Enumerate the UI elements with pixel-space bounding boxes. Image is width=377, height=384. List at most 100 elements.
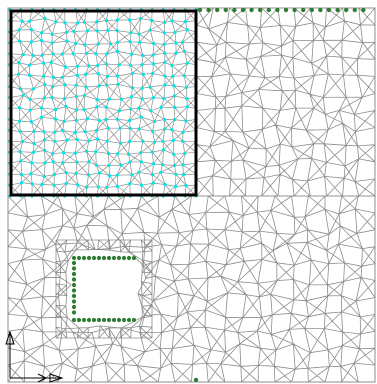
mesh-node [61,128,65,133]
boundary-marker [71,304,77,310]
mesh-node [18,150,22,154]
mesh-node [61,151,66,155]
boundary-marker [126,255,132,261]
mesh-node [52,173,56,177]
boundary-marker [71,288,77,293]
mesh-node [139,160,143,164]
mesh-node [152,119,157,123]
boundary-marker [275,7,280,13]
mesh-node [185,105,189,109]
mesh-node [42,61,46,65]
boundary-marker [283,7,289,13]
mesh-node [115,173,119,177]
mesh-node [39,106,44,110]
mesh-node [115,28,119,33]
mesh-node [129,30,133,35]
mesh-node [141,72,145,76]
mesh-node [153,140,157,144]
mesh-node [74,41,78,46]
mesh-node [159,105,163,109]
mesh-node [137,106,141,110]
mesh-node [106,126,110,130]
boundary-marker [240,7,246,13]
boundary-marker [71,277,77,282]
mesh-node [51,85,55,89]
mesh-node [184,183,188,188]
mesh-node [95,105,99,109]
mesh-node [39,38,44,43]
mesh-node [95,29,99,33]
mesh-node [18,39,22,43]
boundary-marker [335,7,340,13]
boundary-marker [86,317,92,323]
mesh-node [74,118,78,122]
mesh-node [60,52,64,56]
domain-boundary [7,7,376,383]
boundary-marker [101,255,107,261]
mesh-node [75,73,80,77]
mesh-node [74,94,78,98]
boundary-marker [193,377,199,383]
boundary-marker [106,255,112,261]
mesh-node [172,152,176,156]
mesh-node [50,152,55,156]
boundary-marker [116,255,122,261]
mesh-node [181,139,185,143]
mesh-node [62,119,66,123]
mesh-node [140,97,144,101]
mesh-node [60,75,64,79]
mesh-node [105,74,109,78]
mesh-node [141,53,145,58]
mesh-node [65,30,69,34]
mesh-node [151,71,155,75]
boundary-marker [91,255,97,261]
mesh-node [18,87,23,91]
boundary-marker [71,266,77,271]
x-axis-arrow [49,373,64,383]
boundary-marker [106,317,112,323]
boundary-marker [76,255,82,261]
boundary-marker [76,317,82,323]
mesh-node [94,150,98,154]
boundary-marker [91,317,97,323]
mesh-node [84,85,88,89]
mesh-node [163,83,167,87]
boundary-marker [249,7,254,13]
mesh-node [139,115,143,119]
mesh-node [183,151,187,155]
mesh-node [71,52,75,56]
mesh-node [74,171,78,176]
mesh-node [116,40,120,44]
selected-block-outline[interactable] [9,9,198,197]
mesh-node [140,63,144,67]
mesh-node [181,163,185,167]
mesh-node [174,172,178,176]
mesh-node [181,40,185,44]
mesh-node [104,62,108,66]
mesh-node [87,160,91,164]
mesh-node [148,28,152,32]
mesh-node [17,106,22,110]
boundary-marker [71,310,77,315]
mesh-node [184,85,188,89]
mesh-node [128,63,132,67]
mesh-node [108,174,112,178]
mesh-node [105,185,109,189]
mesh-node [185,97,189,101]
mesh-node [21,53,25,57]
mesh-node [29,120,33,124]
mesh-node [95,137,100,141]
mesh-node [107,97,111,101]
mesh-node [84,51,89,55]
mesh-node [139,16,143,21]
mesh-node [94,163,98,167]
mesh-node [54,20,58,24]
hole-refinement-mesh [55,239,153,339]
mesh-node [20,181,24,185]
mesh-node [174,41,178,45]
boundary-marker [131,317,137,323]
boundary-marker [71,260,77,266]
boundary-marker [96,317,102,323]
